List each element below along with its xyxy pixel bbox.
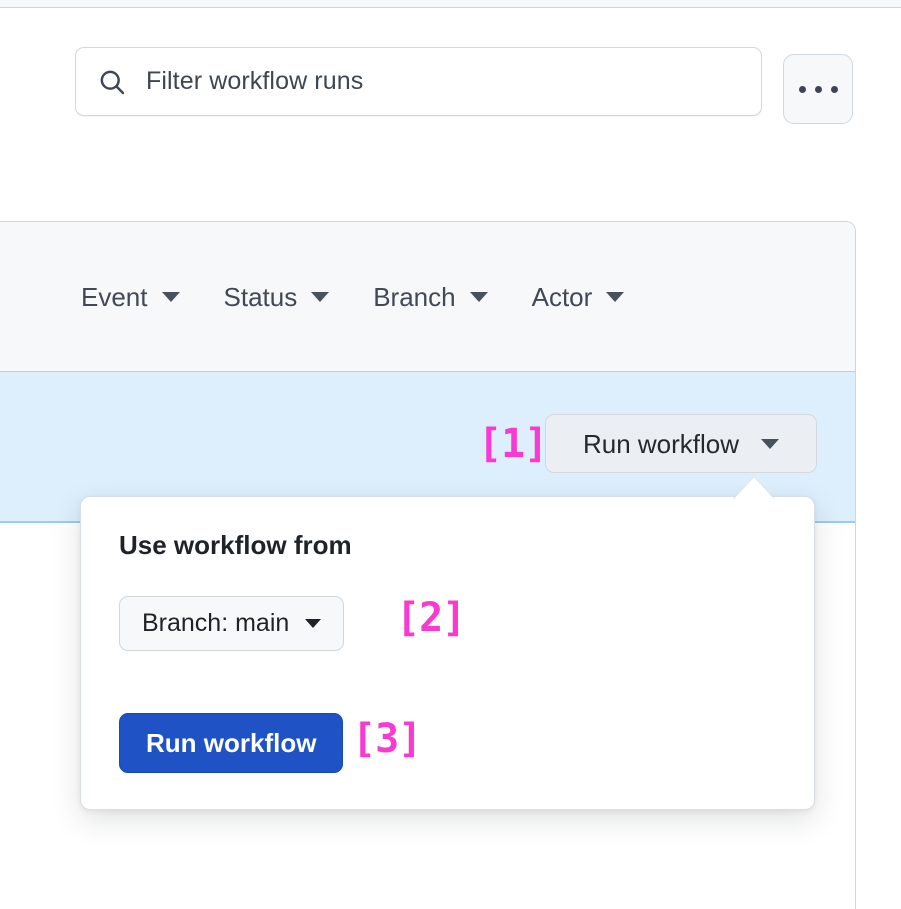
filter-actor[interactable]: Actor (532, 284, 625, 310)
workflow-runs-toolbar: Filter workflow runs (0, 9, 901, 219)
kebab-dot-icon (830, 85, 838, 93)
branch-select-dropdown[interactable]: Branch: main (119, 596, 345, 651)
run-workflow-submit-button[interactable]: Run workflow (119, 713, 344, 773)
branch-select-label: Branch: main (142, 609, 290, 637)
chevron-down-icon (161, 291, 180, 302)
search-input[interactable]: Filter workflow runs (75, 47, 762, 116)
filter-bar: Event Status Branch Actor (0, 222, 855, 372)
filter-status[interactable]: Status (224, 284, 330, 310)
filter-event-label: Event (81, 281, 148, 312)
run-workflow-popover: Use workflow from Branch: main Run workf… (80, 496, 815, 810)
chevron-down-icon (469, 291, 488, 302)
run-workflow-dropdown-button[interactable]: Run workflow (545, 414, 817, 473)
filter-event[interactable]: Event (81, 284, 180, 310)
annotation-marker-2: [2] (396, 595, 466, 641)
popover-arrow-icon (733, 477, 775, 500)
filter-status-label: Status (223, 281, 298, 312)
chevron-down-icon (606, 291, 625, 302)
kebab-dot-icon (798, 85, 806, 93)
page-top-divider (0, 0, 901, 8)
annotation-marker-3: [3] (352, 716, 422, 762)
search-icon (98, 68, 126, 96)
run-workflow-submit-label: Run workflow (146, 728, 317, 758)
filter-actor-label: Actor (531, 281, 593, 312)
chevron-down-icon (311, 291, 330, 302)
overflow-menu-button[interactable] (783, 54, 853, 124)
annotation-marker-1: [1] (478, 421, 548, 467)
kebab-dot-icon (814, 85, 822, 93)
run-workflow-dropdown-label: Run workflow (582, 428, 740, 459)
filter-branch[interactable]: Branch (373, 281, 488, 312)
filter-branch-label: Branch (373, 281, 456, 312)
chevron-down-icon (761, 438, 780, 449)
search-placeholder-text: Filter workflow runs (146, 67, 364, 95)
popover-title: Use workflow from (119, 530, 352, 560)
chevron-down-icon (305, 619, 322, 628)
